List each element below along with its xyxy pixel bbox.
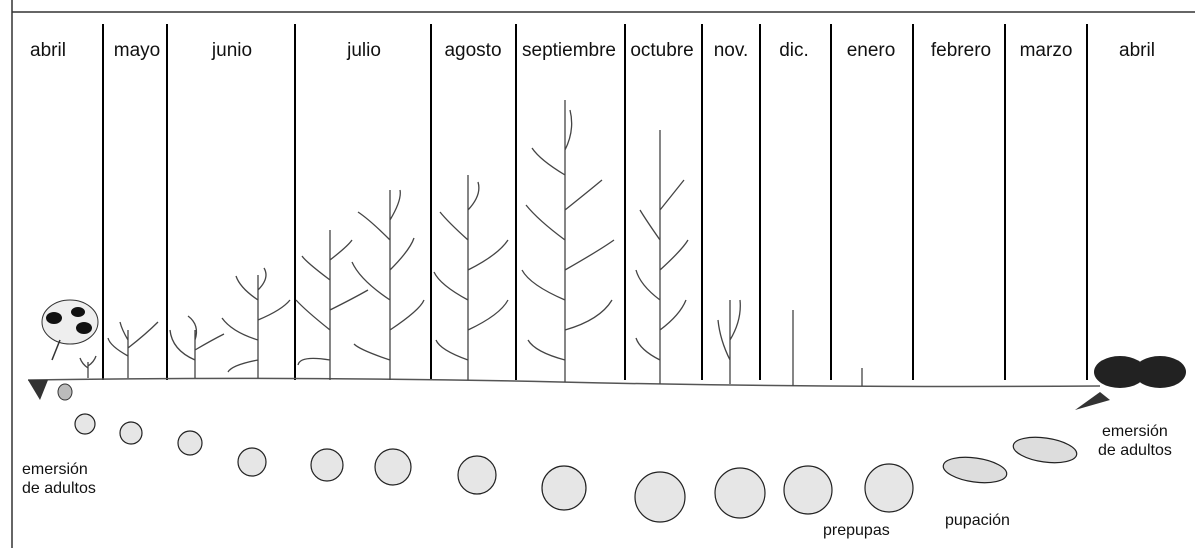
month-label-julio: julio [347, 40, 381, 62]
month-label-abril-2: abril [1119, 40, 1155, 62]
pupa-icon [942, 434, 1079, 487]
grub-icon [75, 414, 913, 522]
month-label-nov: nov. [714, 40, 749, 62]
corn-plant-icon [80, 100, 862, 386]
month-label-marzo: marzo [1020, 40, 1073, 62]
month-label-septiembre: septiembre [522, 40, 616, 62]
note-emergence-start-line2: de adultos [22, 479, 96, 498]
adult-beetles-icon [1075, 356, 1186, 410]
diagram-frame [12, 0, 1195, 548]
note-emergence-end-line2: de adultos [1098, 441, 1172, 460]
month-label-junio: junio [212, 40, 252, 62]
month-label-dic: dic. [779, 40, 809, 62]
note-prepupas: prepupas [823, 521, 890, 540]
note-emergence-end-line1: emersión [1098, 422, 1172, 441]
note-emergence-start: emersión de adultos [22, 460, 96, 498]
note-pupacion: pupación [945, 511, 1010, 530]
soil-line [28, 378, 1100, 386]
note-emergence-end: emersión de adultos [1098, 422, 1172, 460]
beetle-icon [28, 300, 98, 400]
month-label-febrero: febrero [931, 40, 991, 62]
month-label-abril-1: abril [30, 40, 66, 62]
note-emergence-start-line1: emersión [22, 460, 96, 479]
month-label-enero: enero [847, 40, 896, 62]
month-label-mayo: mayo [114, 40, 160, 62]
month-label-agosto: agosto [444, 40, 501, 62]
month-label-octubre: octubre [630, 40, 693, 62]
month-dividers [103, 24, 1087, 380]
